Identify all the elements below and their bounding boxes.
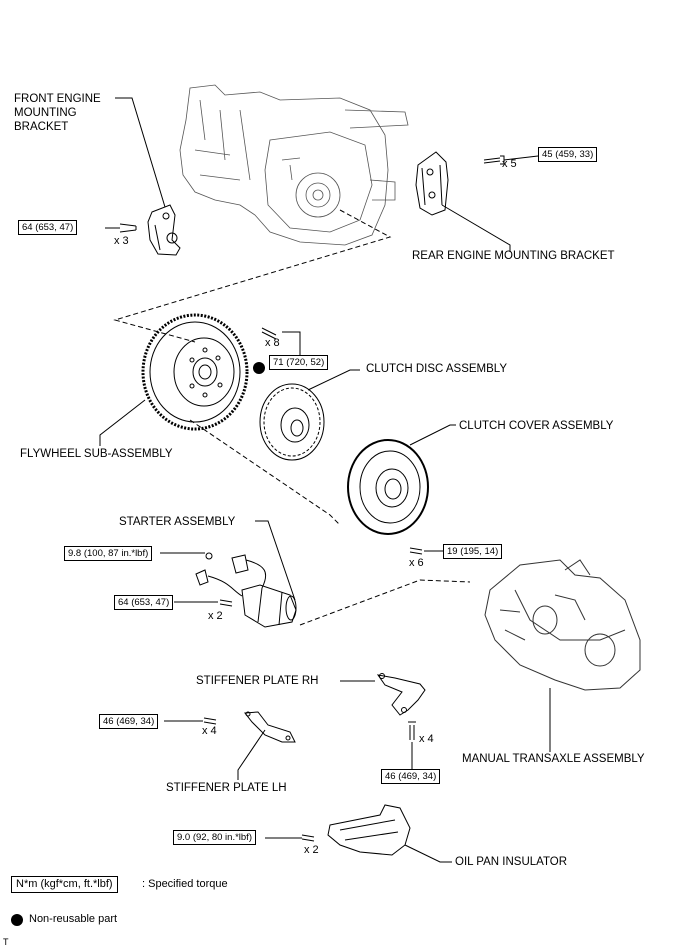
label-flywheel-sub-assembly: FLYWHEEL SUB-ASSEMBLY bbox=[20, 448, 173, 460]
alignment-dashes bbox=[113, 209, 471, 626]
clutch-cover-assembly bbox=[347, 439, 429, 535]
qty-front-bracket: x 3 bbox=[114, 235, 129, 247]
rear-bracket-leader bbox=[441, 204, 511, 252]
label-stiffener-plate-lh: STIFFENER PLATE LH bbox=[166, 782, 287, 794]
label-rear-engine-mounting-bracket: REAR ENGINE MOUNTING BRACKET bbox=[412, 250, 615, 262]
starter-leader bbox=[255, 520, 296, 601]
corner-mark: T bbox=[3, 937, 9, 947]
front-engine-mounting-bracket bbox=[147, 204, 181, 256]
stiffener-rh-bolt-icon bbox=[408, 721, 416, 740]
legend-non-reusable-dot bbox=[11, 914, 23, 926]
oil-pan-insulator bbox=[327, 804, 411, 856]
legend-torque-desc: : Specified torque bbox=[142, 878, 228, 890]
rear-engine-mounting-bracket bbox=[415, 151, 449, 216]
stiffener-plate-rh bbox=[376, 673, 426, 716]
oil-pan-leader bbox=[404, 844, 452, 863]
label-stiffener-plate-rh: STIFFENER PLATE RH bbox=[196, 675, 319, 687]
engine-block bbox=[179, 84, 409, 246]
stiffener-plate-lh bbox=[244, 711, 296, 743]
starter-terminal-nut-icon bbox=[205, 552, 213, 560]
flywheel-leader bbox=[99, 399, 146, 446]
manual-transaxle-assembly bbox=[484, 559, 641, 691]
torque-box-starter: 64 (653, 47) bbox=[114, 595, 174, 610]
oil-pan-bolt-icon bbox=[301, 834, 315, 842]
front-bracket-leader bbox=[115, 97, 166, 208]
stiffener-lh-leader bbox=[237, 729, 266, 780]
qty-stiffener-rh: x 4 bbox=[419, 733, 434, 745]
label-oil-pan-insulator: OIL PAN INSULATOR bbox=[455, 856, 568, 868]
rear-bracket-torque-leader bbox=[503, 155, 539, 161]
qty-oil-pan-insulator: x 2 bbox=[304, 844, 319, 856]
clutch-disc-leader bbox=[307, 369, 360, 391]
clutch-cover-bolt-icon bbox=[409, 547, 423, 555]
torque-box-starter-terminal: 9.8 (100, 87 in.*lbf) bbox=[64, 546, 153, 561]
starter-bolt-icon bbox=[219, 599, 233, 607]
clutch-disc-assembly bbox=[259, 383, 325, 461]
flywheel-torque-leader bbox=[282, 331, 301, 355]
qty-stiffener-lh: x 4 bbox=[202, 725, 217, 737]
torque-box-front-bracket: 64 (653, 47) bbox=[18, 220, 78, 235]
torque-box-stiffener-lh: 46 (469, 34) bbox=[99, 714, 159, 729]
qty-flywheel: x 8 bbox=[265, 337, 280, 349]
torque-box-oil-pan-insulator: 9.0 (92, 80 in.*lbf) bbox=[173, 830, 256, 845]
torque-box-rear-bracket: 45 (459, 33) bbox=[538, 147, 598, 162]
label-clutch-disc-assembly: CLUTCH DISC ASSEMBLY bbox=[366, 363, 508, 375]
qty-starter: x 2 bbox=[208, 610, 223, 622]
qty-clutch-cover: x 6 bbox=[409, 557, 424, 569]
label-manual-transaxle-assembly: MANUAL TRANSAXLE ASSEMBLY bbox=[462, 753, 645, 765]
label-clutch-cover-assembly: CLUTCH COVER ASSEMBLY bbox=[459, 420, 614, 432]
front-bracket-bolt-icon bbox=[119, 223, 137, 233]
torque-box-flywheel: 71 (720, 52) bbox=[269, 355, 329, 370]
label-starter-assembly: STARTER ASSEMBLY bbox=[119, 516, 236, 528]
stiffener-lh-bolt-icon bbox=[203, 717, 217, 725]
label-front-engine-mounting-bracket: FRONT ENGINE MOUNTING BRACKET bbox=[14, 93, 101, 133]
starter-assembly bbox=[195, 554, 297, 628]
torque-box-clutch-cover: 19 (195, 14) bbox=[443, 544, 503, 559]
legend-non-reusable-text: Non-reusable part bbox=[29, 913, 118, 925]
torque-box-stiffener-rh: 46 (469, 34) bbox=[381, 769, 441, 784]
non-reusable-marker bbox=[253, 362, 265, 374]
legend-torque-unit: N*m (kgf*cm, ft.*lbf) bbox=[11, 876, 118, 893]
qty-rear-bracket: x 5 bbox=[502, 158, 517, 170]
flywheel-bolt-icon bbox=[261, 327, 277, 340]
clutch-cover-leader bbox=[409, 424, 456, 446]
rear-bracket-bolt-icon bbox=[483, 155, 505, 165]
flywheel-sub-assembly bbox=[141, 313, 249, 431]
